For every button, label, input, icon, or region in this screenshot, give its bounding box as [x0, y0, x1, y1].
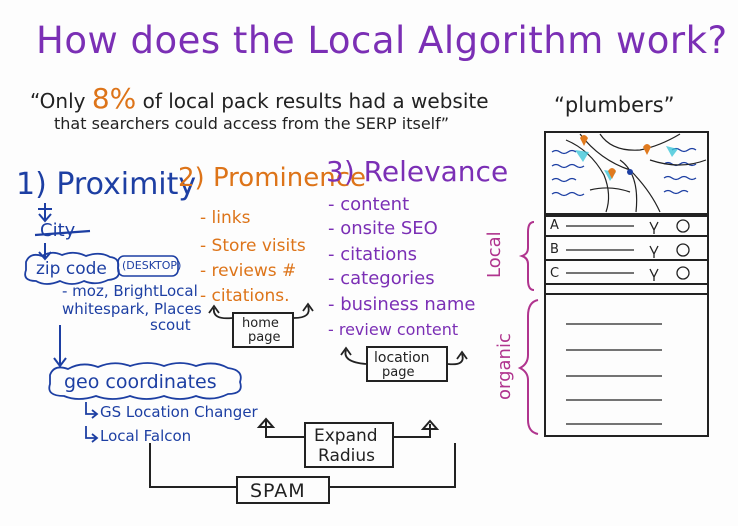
relevance-item: - categories — [328, 268, 435, 289]
organic-label: organic — [494, 333, 515, 400]
tools-line-1: - moz, BrightLocal — [62, 282, 198, 300]
relevance-heading: 3) Relevance — [326, 155, 509, 188]
spam-box: SPAM — [236, 476, 330, 504]
location-page-arrows — [340, 346, 468, 366]
quote-prefix: “Only — [30, 89, 86, 113]
pack-letter-b: B — [550, 242, 559, 257]
expand-radius-line-1: Expand — [314, 426, 378, 446]
home-page-box: home page — [232, 312, 294, 348]
expand-radius-box: Expand Radius — [304, 422, 394, 468]
proximity-arrows — [38, 203, 67, 368]
expand-radius-line-2: Radius — [318, 446, 376, 466]
serp-query: “plumbers” — [554, 93, 675, 117]
geo-tool-1: GS Location Changer — [100, 403, 258, 421]
organic-lines — [566, 323, 662, 425]
home-page-line-2: page — [248, 330, 281, 345]
spam-label: SPAM — [250, 480, 306, 502]
pack-letter-c: C — [550, 266, 560, 281]
relevance-item: - onsite SEO — [328, 218, 438, 239]
tools-line-2: whitespark, Places — [62, 300, 202, 318]
home-page-arrows — [208, 302, 314, 320]
quote-line-2: that searchers could access from the SER… — [54, 114, 450, 133]
home-page-line-1: home — [242, 316, 279, 331]
city-strike — [34, 229, 91, 237]
city-label: City — [40, 220, 76, 241]
prominence-item: - Store visits — [200, 236, 306, 256]
serp-frame — [544, 215, 709, 437]
serp-braces — [517, 221, 539, 435]
geo-cloud — [48, 362, 242, 400]
relevance-item: - review content — [328, 320, 459, 339]
geo-coordinates-label: geo coordinates — [64, 371, 217, 393]
prominence-item: - reviews # — [200, 261, 297, 281]
desktop-label: (DESKTOP) — [122, 259, 182, 272]
location-page-line-2: page — [382, 365, 415, 380]
serp-map — [544, 131, 709, 215]
geo-tool-2: Local Falcon — [100, 427, 192, 445]
tools-line-3: scout — [150, 316, 191, 334]
zip-code-label: zip code — [36, 259, 107, 279]
page-title: How does the Local Algorithm work? — [36, 19, 728, 62]
prominence-heading: 2) Prominence — [178, 163, 366, 193]
pack-row-decor — [566, 219, 690, 281]
prominence-item: - citations. — [200, 286, 290, 306]
relevance-item: - content — [328, 194, 410, 215]
relevance-item: - citations — [328, 244, 418, 265]
pack-letter-a: A — [550, 218, 559, 233]
prominence-item: - links — [200, 208, 251, 228]
local-label: Local — [484, 231, 505, 278]
quote-suffix: of local pack results had a website — [142, 89, 489, 113]
proximity-heading: 1) Proximity — [16, 167, 197, 202]
location-page-box: location page — [366, 346, 448, 382]
location-page-line-1: location — [374, 350, 430, 366]
spam-bracket — [149, 417, 456, 488]
quote-line-1: “Only 8% of local pack results had a web… — [30, 85, 489, 113]
geo-branch-arrows — [85, 402, 99, 443]
quote-highlight: 8% — [91, 82, 137, 115]
relevance-item: - business name — [328, 294, 476, 315]
desktop-box — [117, 255, 179, 277]
